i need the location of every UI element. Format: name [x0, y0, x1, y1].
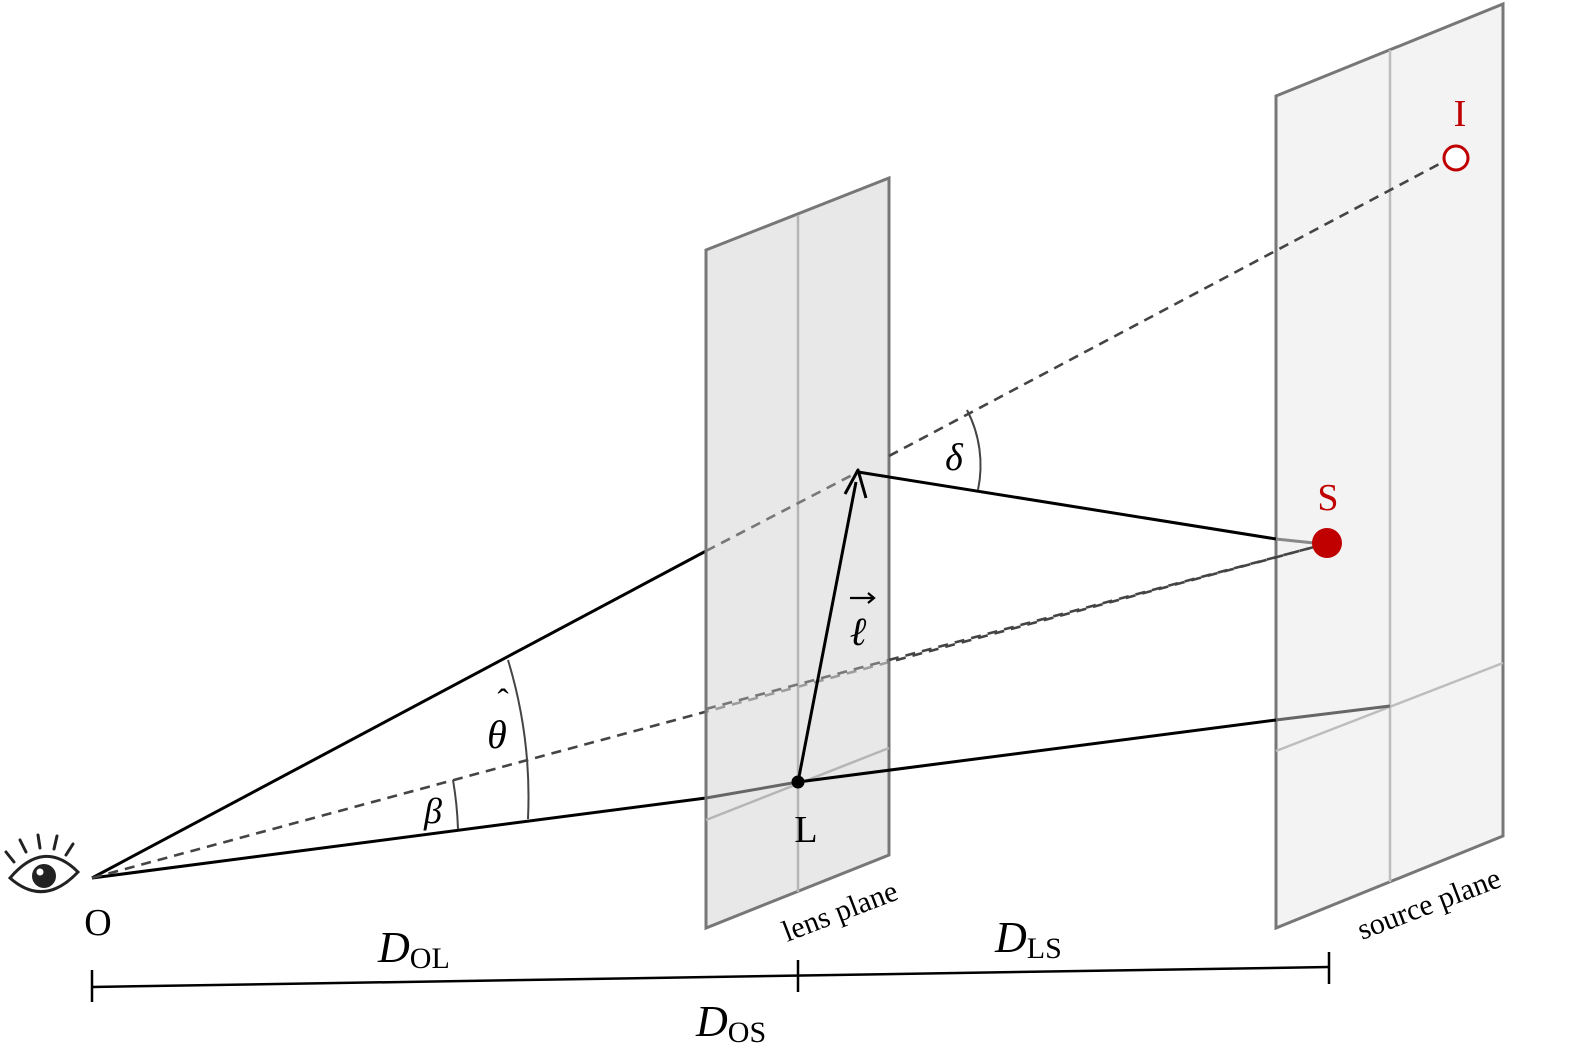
optical-axis-through-lens-plane [705, 780, 799, 800]
dashed-line-lens-plane-to-source [888, 545, 1315, 662]
ell-vector-accent [850, 592, 876, 604]
deflected-ray-behind-source [1275, 537, 1315, 545]
lens-label: L [794, 809, 817, 851]
ell-vector-arrow [796, 481, 858, 783]
lens-point [791, 775, 805, 789]
deflected-ray-to-source [857, 470, 1277, 541]
source-line-through-lens-plane [705, 658, 890, 711]
delta-angle-arc [966, 409, 982, 491]
observer-label: O [84, 902, 111, 944]
distance-os-label: DOS [695, 997, 766, 1049]
distance-ls-label: DLS [994, 913, 1062, 965]
image-point [1442, 144, 1470, 172]
distance-ol-label: DOL [377, 923, 450, 975]
distance-ruler [90, 952, 1331, 1002]
beta-symbol: β [423, 791, 442, 831]
optical-axis-lens-to-source-plane [797, 718, 1277, 784]
beta-angle-arc [452, 779, 459, 830]
dashed-line-to-image [888, 160, 1444, 458]
theta-hat-symbol: θ [487, 712, 507, 757]
source-point [1312, 528, 1342, 558]
source-plane [1274, 1, 1505, 931]
eye-icon [4, 833, 81, 893]
source-label: S [1317, 477, 1338, 519]
image-ray-through-lens-plane [705, 470, 859, 553]
dashed-line-observer-to-source [91, 545, 1315, 880]
theta-hat-angle-arc [507, 659, 530, 820]
theta-hat-accent: ˆ [497, 683, 509, 720]
ell-vector-arrowhead [843, 468, 868, 499]
ray-observer-to-lens [91, 796, 707, 880]
ray-observer-to-image [91, 549, 707, 880]
ell-symbol: ℓ [850, 609, 867, 654]
distance-ruler-line [91, 965, 1330, 989]
image-label: I [1454, 93, 1467, 135]
delta-symbol: δ [945, 437, 964, 479]
rays [91, 545, 1315, 880]
optical-axis-behind-source [1275, 704, 1391, 722]
